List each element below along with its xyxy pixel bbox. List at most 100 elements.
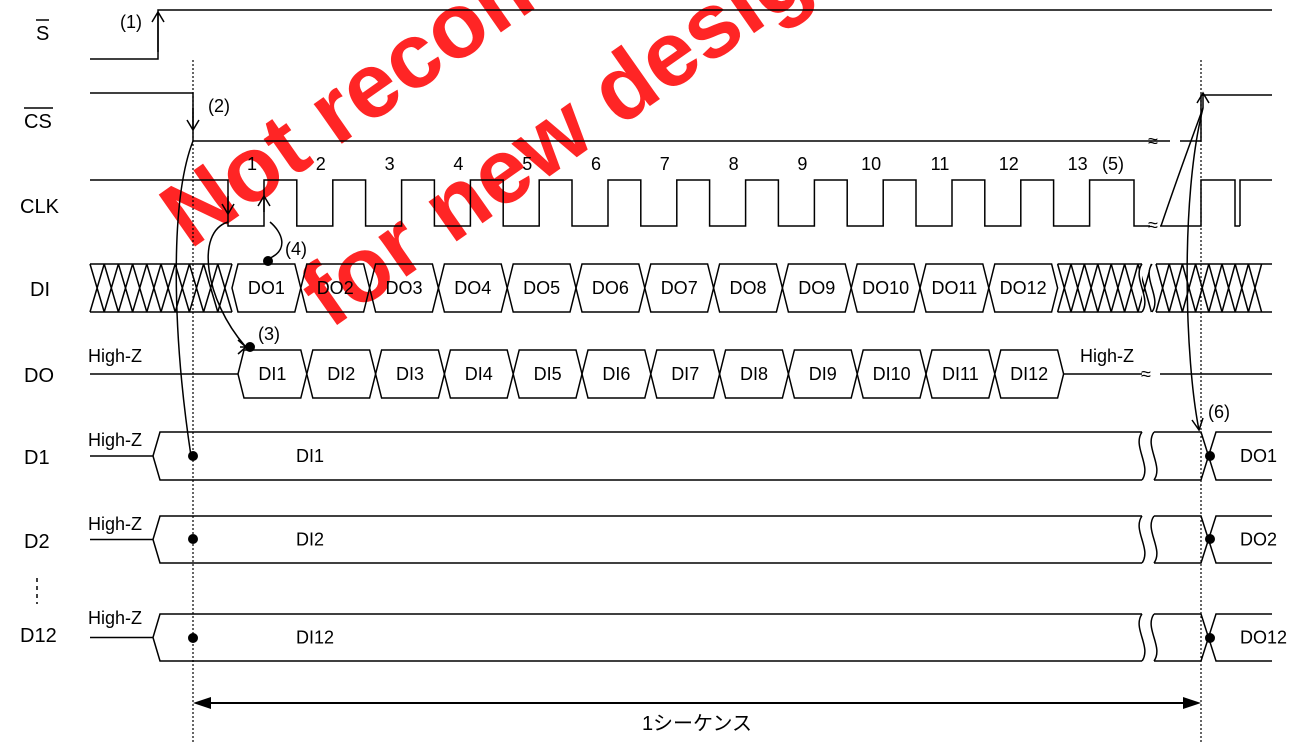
clock-number: 11 xyxy=(931,154,950,174)
sequence-label: 1シーケンス xyxy=(642,713,752,735)
dot-d12-latch xyxy=(188,633,198,643)
sequence-arrow-left xyxy=(193,697,211,709)
clock-number: 10 xyxy=(861,154,881,174)
d-output-row: DI2 DO2 xyxy=(90,515,1277,564)
di-cell-label: DO9 xyxy=(798,278,835,298)
d-row-break xyxy=(1138,515,1158,564)
do-cell-label: DI10 xyxy=(873,364,911,384)
di-cell-label: DO3 xyxy=(385,278,422,298)
d-row-break xyxy=(1138,613,1158,662)
di-cell-label: DO1 xyxy=(248,278,285,298)
clock-number: 4 xyxy=(453,154,463,174)
marker-5: (5) xyxy=(1102,154,1124,174)
di-cell-label: DO12 xyxy=(1000,278,1047,298)
step-markers: (1) (2) (3) (4) (5) (6) xyxy=(120,12,1230,422)
do-break: ≈ xyxy=(1141,364,1151,384)
causal-arrows xyxy=(151,10,1210,457)
di-cell-label: DO5 xyxy=(523,278,560,298)
clock-number: 1 xyxy=(247,154,257,174)
di-cell-label: DO4 xyxy=(454,278,491,298)
dont-care-hatch xyxy=(1155,263,1263,313)
clk-trace-end xyxy=(1160,179,1272,227)
dont-care-hatch xyxy=(89,263,233,313)
clock-number: 3 xyxy=(385,154,395,174)
d-row-output-label: DO2 xyxy=(1240,530,1277,550)
do-cell-label: DI12 xyxy=(1010,364,1048,384)
arrow-clk-to-do xyxy=(207,221,246,347)
signal-label-clk: CLK xyxy=(20,196,60,218)
sequence-dimension: 1シーケンス xyxy=(193,697,1201,735)
clock-number: 2 xyxy=(316,154,326,174)
clk-break: ≈ xyxy=(1148,215,1158,235)
signal-label-d12: D12 xyxy=(20,625,57,647)
do-cell-label: DI8 xyxy=(740,364,768,384)
di-cell xyxy=(988,263,1059,313)
d-row-start xyxy=(90,613,1142,662)
signal-label-s: S xyxy=(36,23,49,45)
high-z-do: High-Z xyxy=(88,346,142,366)
do-cell-label: DI1 xyxy=(258,364,286,384)
arrow-cs-to-output xyxy=(1186,107,1204,431)
do-cell-label: DI4 xyxy=(465,364,493,384)
clock-number: 5 xyxy=(522,154,532,174)
do-cell-label: DI2 xyxy=(327,364,355,384)
high-z-d12: High-Z xyxy=(88,608,142,628)
arrow-clk-to-cs xyxy=(1160,107,1204,227)
high-z-labels: High-Z High-Z High-Z High-Z High-Z xyxy=(88,346,1134,628)
do-cell-label: DI11 xyxy=(942,364,979,384)
arrow-di-to-clk xyxy=(267,221,283,260)
clock-number: 9 xyxy=(797,154,807,174)
high-z-do-end: High-Z xyxy=(1080,346,1134,366)
dot-d12-out xyxy=(1205,633,1215,643)
signal-label-do: DO xyxy=(24,365,54,387)
do-cell-label: DI6 xyxy=(602,364,630,384)
dont-care-hatch xyxy=(1056,263,1153,313)
d-row-start xyxy=(90,515,1142,564)
marker-4: (4) xyxy=(285,239,307,259)
clock-number: 12 xyxy=(999,154,1019,174)
dot-d2-out xyxy=(1205,534,1215,544)
di-cell-label: DO11 xyxy=(932,278,978,298)
signal-label-cs: CS xyxy=(24,111,52,133)
marker-2: (2) xyxy=(208,96,230,116)
high-z-d2: High-Z xyxy=(88,514,142,534)
arrow-cs-to-d1 xyxy=(175,140,194,457)
dot-d1-out xyxy=(1205,451,1215,461)
di-cell-label: DO2 xyxy=(317,278,354,298)
clock-number: 13 xyxy=(1068,154,1088,174)
arrowhead-output xyxy=(1191,417,1204,432)
clock-number: 8 xyxy=(729,154,739,174)
clk-trace xyxy=(90,179,1150,227)
d-row-start xyxy=(90,431,1142,481)
d-row-input-label: DI2 xyxy=(296,530,324,550)
dot-do-out xyxy=(245,342,255,352)
di-cell-label: DO10 xyxy=(862,278,909,298)
arrow-clk-fall xyxy=(221,196,235,216)
sample-points xyxy=(188,256,1215,643)
do-cell-label: DI5 xyxy=(534,364,562,384)
arrow-cs-rise xyxy=(1196,91,1210,108)
signal-labels: S CS CLK DI DO D1 D2 D12 xyxy=(20,19,60,647)
do-cell-label: DI3 xyxy=(396,364,424,384)
do-cell-label: DI9 xyxy=(809,364,837,384)
marker-1: (1) xyxy=(120,12,142,32)
high-z-d1: High-Z xyxy=(88,430,142,450)
clock-number: 6 xyxy=(591,154,601,174)
di-cell-label: DO8 xyxy=(729,278,766,298)
dot-di-sample xyxy=(263,256,273,266)
dot-d1-latch xyxy=(188,451,198,461)
cs-break: ≈ xyxy=(1148,131,1158,151)
arrow-s-rise xyxy=(151,10,165,52)
clock-number: 7 xyxy=(660,154,670,174)
d-row-output-label: DO12 xyxy=(1240,628,1287,648)
arrow-cs-fall xyxy=(186,108,200,132)
d-row-output-label: DO1 xyxy=(1240,446,1277,466)
di-break xyxy=(1138,263,1156,313)
d-row-break xyxy=(1138,431,1158,481)
do-cell-label: DI7 xyxy=(671,364,699,384)
